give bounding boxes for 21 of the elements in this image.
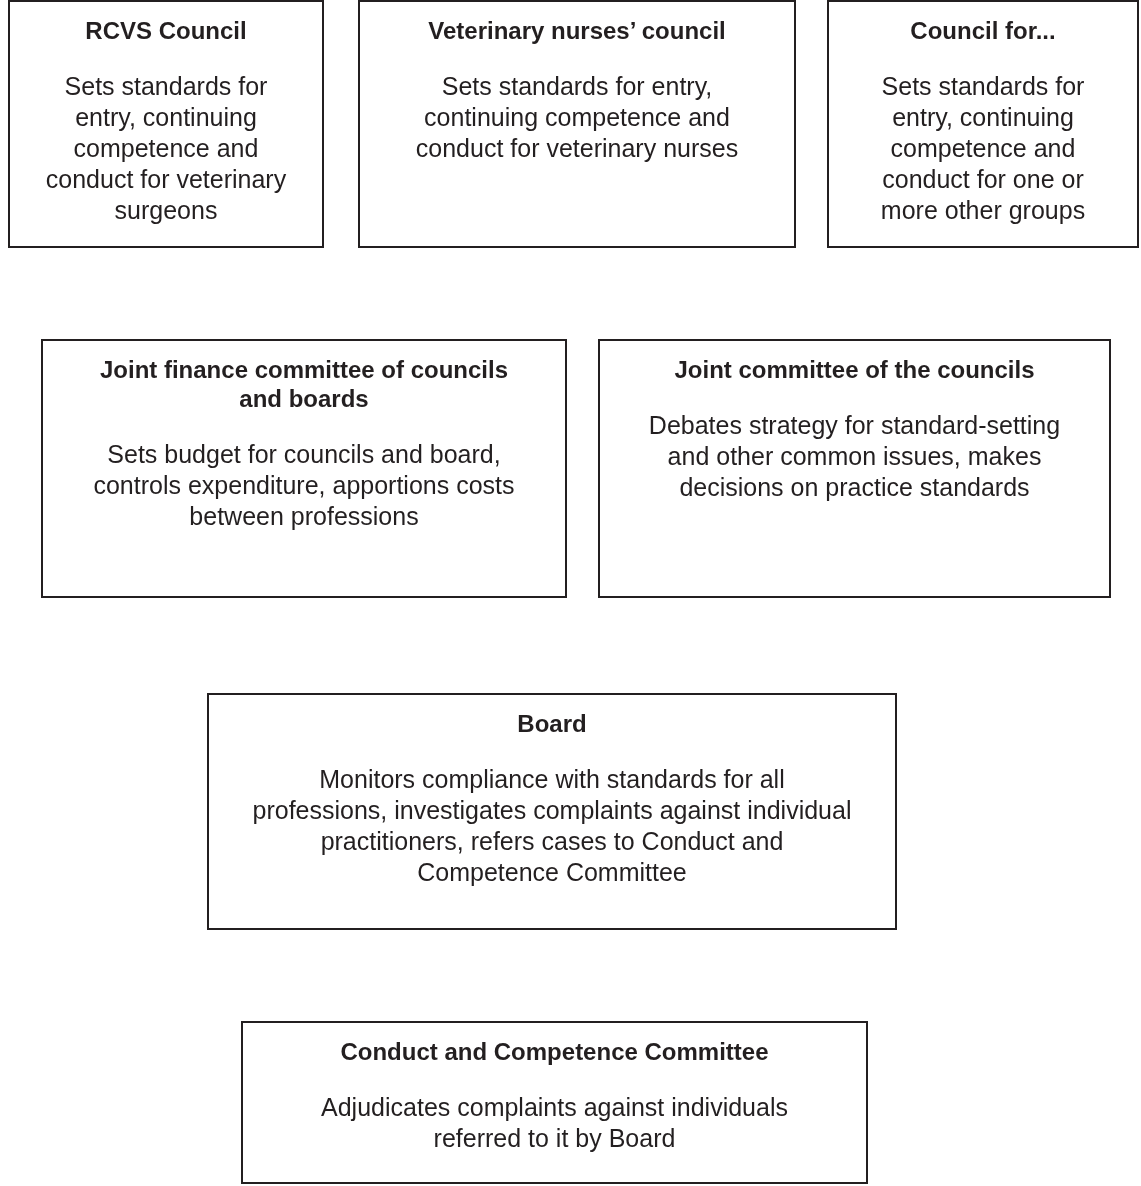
- box-heading: Joint finance committee of councils and boards: [98, 355, 510, 413]
- box-heading: Joint committee of the councils: [673, 355, 1036, 384]
- box-description: Monitors compliance with standards for all professions, investigates complaints against individual practitioners, refers cases to Conduct and Competence Committee: [251, 764, 853, 888]
- text-box: [41, 339, 567, 598]
- box-heading: Council for...: [909, 16, 1057, 45]
- box-description: Adjudicates complaints against individuals referred to it by Board: [320, 1092, 789, 1154]
- box-description: Sets standards for entry, continuing competence and conduct for veterinary surgeons: [44, 71, 288, 226]
- box-description: Sets budget for councils and board, controls expenditure, apportions costs between professions: [93, 439, 515, 532]
- box-description: Sets standards for entry, continuing competence and conduct for one or more other groups: [879, 71, 1087, 226]
- box-heading: Conduct and Competence Committee: [339, 1037, 770, 1066]
- text-box: [207, 693, 897, 930]
- text-box: [358, 0, 796, 248]
- text-box: [241, 1021, 868, 1184]
- text-box: [8, 0, 324, 248]
- text-box: [827, 0, 1139, 248]
- box-description: Debates strategy for standard-setting and other common issues, makes decisions on practice standards: [647, 410, 1062, 503]
- box-heading: RCVS Council: [84, 16, 248, 45]
- box-description: Sets standards for entry, continuing competence and conduct for veterinary nurses: [414, 71, 740, 164]
- box-heading: Veterinary nurses’ council: [427, 16, 727, 45]
- box-heading: Board: [516, 709, 588, 738]
- text-box: [598, 339, 1111, 598]
